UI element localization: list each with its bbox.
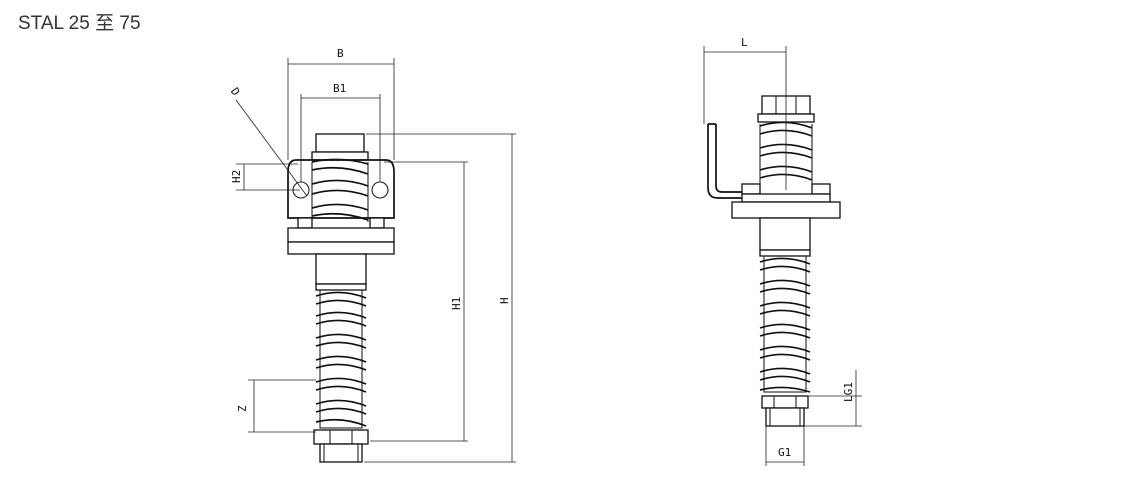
front-bracket [287, 159, 395, 219]
front-upper-spring [311, 158, 369, 222]
front-bottom-nut [313, 429, 369, 445]
side-body [759, 217, 811, 251]
dim-label-b: B [337, 47, 344, 60]
side-bottom-thread [765, 407, 805, 427]
side-flange-upper [741, 193, 831, 203]
front-bottom-thread [319, 443, 363, 463]
front-clamp-right [369, 217, 385, 229]
dim-label-lg1: LG1 [842, 382, 855, 402]
front-dimensions: B B1 D H2 H1 H Z [228, 47, 516, 463]
front-body [315, 253, 367, 285]
side-lower-spring [759, 257, 811, 393]
side-l-bracket [707, 124, 742, 199]
side-dimensions: L LG1 G1 [703, 36, 862, 466]
side-bottom-nut [761, 395, 809, 409]
dim-label-h: H [498, 297, 511, 304]
front-body-collar [315, 283, 367, 291]
side-clamp-left [741, 183, 761, 195]
drawing-title: STAL 25 至 75 [18, 13, 141, 34]
front-mount-hole-right [371, 181, 389, 199]
dim-label-z: Z [236, 405, 249, 412]
front-lower-spring [315, 291, 367, 427]
front-flange-lower [287, 241, 395, 255]
side-body-collar [759, 249, 811, 257]
front-clamp-left [297, 217, 313, 229]
dim-label-l: L [741, 36, 748, 49]
dim-label-d: D [228, 85, 242, 98]
side-clamp-right [811, 183, 831, 195]
dim-label-g1: G1 [778, 446, 791, 459]
dim-label-b1: B1 [333, 82, 346, 95]
front-flange-upper [287, 227, 395, 243]
side-flange-lower [731, 201, 841, 219]
front-view [287, 133, 395, 463]
dim-label-h2: H2 [230, 170, 243, 183]
front-top-nut [315, 133, 365, 153]
side-spring-sleeve [763, 255, 807, 393]
side-view [707, 95, 841, 427]
dim-label-h1: H1 [450, 297, 463, 310]
